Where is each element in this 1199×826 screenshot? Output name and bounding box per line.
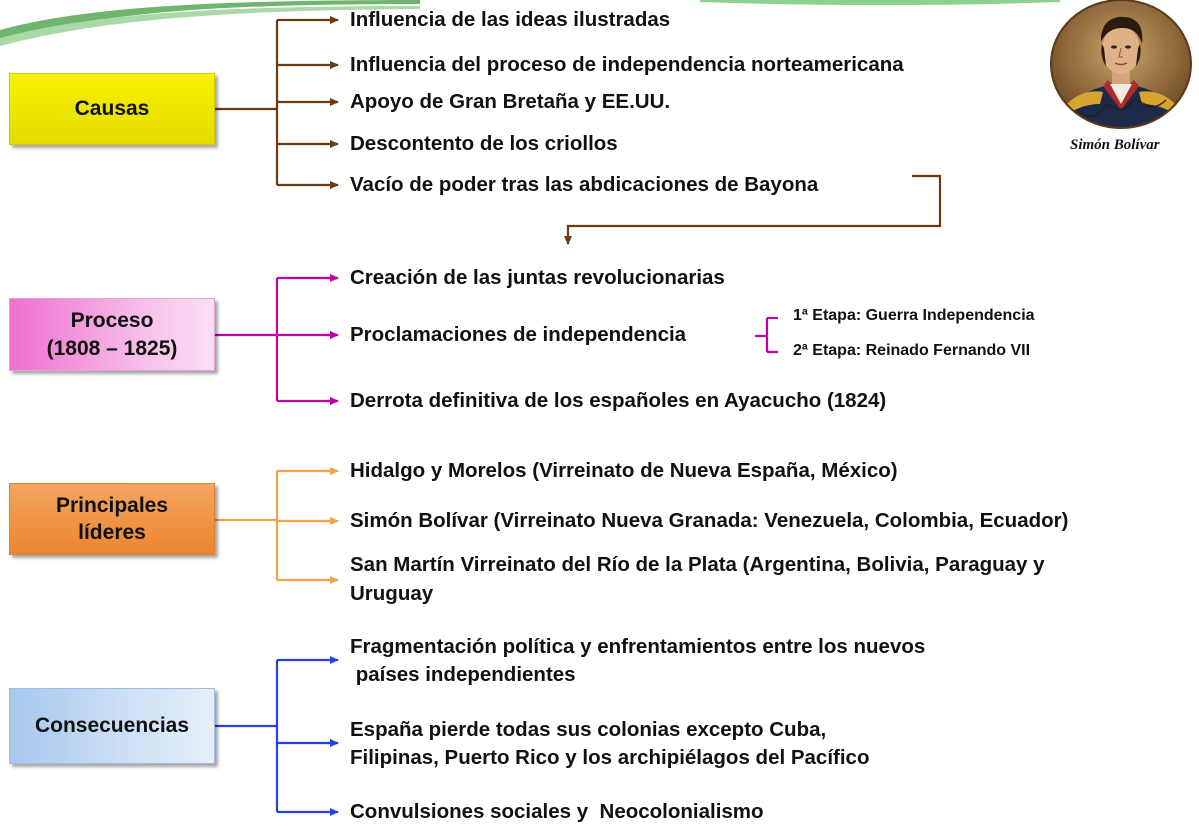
lider-item-3-line2: Uruguay [350, 582, 434, 605]
consecuencia-item-1-line1: Fragmentación política y enfrentamientos… [350, 635, 926, 658]
causa-item-3: Apoyo de Gran Bretaña y EE.UU. [350, 90, 671, 113]
proceso-item-2: Proclamaciones de independencia [350, 323, 687, 346]
proceso-item-1: Creación de las juntas revolucionarias [350, 266, 725, 289]
lider-item-1: Hidalgo y Morelos (Virreinato de Nueva E… [350, 459, 898, 482]
portrait-caption: Simón Bolívar [1070, 137, 1160, 153]
causa-item-5: Vacío de poder tras las abdicaciones de … [350, 173, 819, 196]
header-swoosh-right-decoration [700, 0, 1060, 5]
simon-bolivar-portrait [1050, 0, 1192, 129]
proceso-connectors [215, 274, 778, 405]
causa-item-4: Descontento de los criollos [350, 132, 618, 155]
causa-item-1: Influencia de las ideas ilustradas [350, 8, 671, 31]
lideres-connectors [215, 467, 339, 584]
consecuencias-label: Consecuencias [34, 714, 190, 738]
lideres-label-line1: Principales [55, 493, 169, 517]
consecuencias-connectors [215, 656, 339, 816]
lider-item-3-line1: San Martín Virreinato del Río de la Plat… [350, 553, 1045, 576]
consecuencia-item-2-line1: España pierde todas sus colonias excepto… [350, 718, 827, 741]
lideres-box: Principales líderes [9, 483, 215, 555]
consecuencias-box: Consecuencias [9, 688, 215, 764]
header-swoosh-decoration [0, 0, 420, 46]
consecuencia-item-3: Convulsiones sociales y Neocolonialismo [350, 800, 764, 823]
causas-label: Causas [74, 97, 150, 121]
proceso-dates: (1808 – 1825) [46, 336, 178, 360]
lider-item-2: Simón Bolívar (Virreinato Nueva Granada:… [350, 509, 1069, 532]
etapa-1: 1ª Etapa: Guerra Independencia [793, 307, 1035, 324]
proceso-item-3: Derrota definitiva de los españoles en A… [350, 389, 887, 412]
lideres-label-line2: líderes [78, 521, 146, 544]
consecuencia-item-1-line2: países independientes [350, 663, 576, 686]
proceso-box: Proceso (1808 – 1825) [9, 298, 215, 371]
proceso-label: Proceso [70, 309, 154, 333]
consecuencia-item-2-line2: Filipinas, Puerto Rico y los archipiélag… [350, 746, 870, 769]
causa-item-2: Influencia del proceso de independencia … [350, 53, 904, 76]
causas-connectors [215, 16, 942, 245]
causas-box: Causas [9, 73, 215, 145]
etapa-2: 2ª Etapa: Reinado Fernando VII [793, 342, 1031, 359]
